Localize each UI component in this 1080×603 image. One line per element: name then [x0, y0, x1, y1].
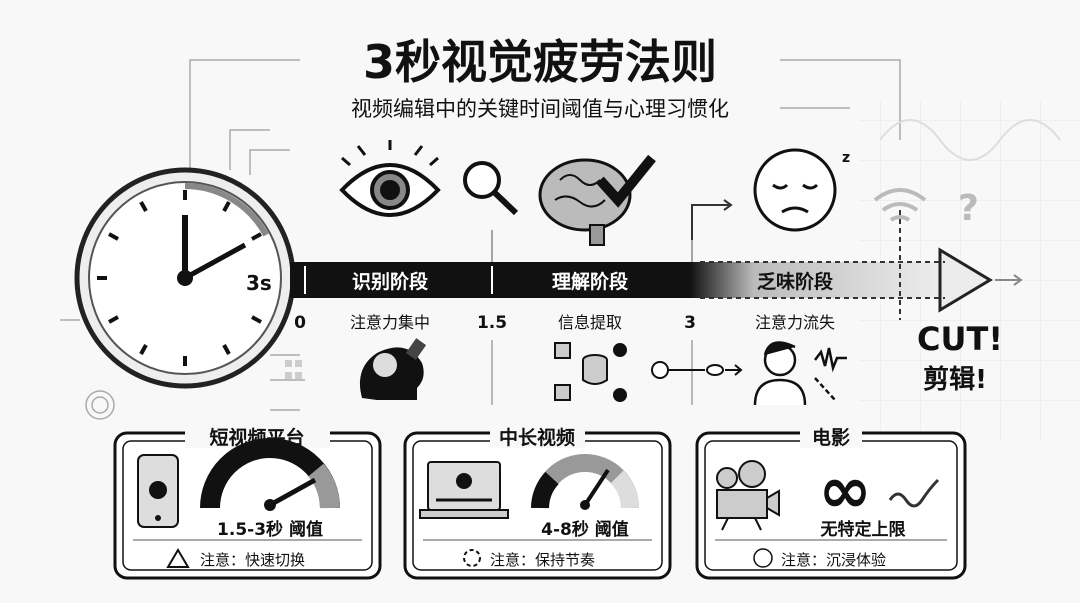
warning-icon — [166, 548, 190, 568]
phone-icon — [137, 454, 179, 528]
sleepy-face-icon — [753, 148, 837, 232]
eye-icon — [339, 140, 441, 217]
card-title: 中长视频 — [499, 426, 575, 449]
weak-signal-icon — [873, 188, 927, 222]
cut-label: CUT! — [917, 320, 1003, 358]
card-title: 电影 — [812, 426, 850, 449]
film-camera-icon — [716, 460, 780, 531]
tick-1-5: 1.5 — [477, 313, 507, 333]
gauge-medium-icon — [531, 454, 639, 510]
question-mark: ? — [958, 188, 979, 229]
page-title: 3秒视觉疲劳法则 — [363, 35, 717, 89]
wave-decoration — [879, 119, 1061, 161]
pixel-squares — [285, 360, 302, 379]
stage-comprehension: 理解阶段 — [552, 270, 629, 293]
desc-loss: 注意力流失 — [755, 313, 835, 332]
timeline-bar — [290, 210, 1023, 405]
clock-icon — [74, 167, 296, 389]
data-flow-icon — [554, 342, 743, 402]
card-note: 注意：快速切换 — [200, 551, 305, 569]
desc-focus: 注意力集中 — [350, 313, 430, 332]
head-spotlight-icon — [359, 338, 427, 400]
card-short-video: 短视频平台 1.5-3秒 阈值 注意：快速切换 — [113, 424, 382, 580]
circuit-decoration — [60, 59, 901, 420]
gauge-fast-icon — [200, 438, 340, 511]
clock-label: 3s — [246, 271, 272, 295]
desc-extraction: 信息提取 — [558, 313, 622, 332]
distracted-person-icon — [753, 341, 847, 406]
compass-icon — [463, 549, 481, 567]
stage-boredom: 乏味阶段 — [757, 270, 834, 293]
card-note: 注意：沉浸体验 — [781, 551, 886, 569]
stage-recognition: 识别阶段 — [352, 270, 429, 293]
card-mid-video: 中长视频 4-8秒 阈值 注意：保持节奏 — [403, 424, 672, 580]
arrow-to-boredom — [691, 199, 733, 240]
brain-check-icon — [538, 154, 656, 246]
page-subtitle: 视频编辑中的关键时间阈值与心理习惯化 — [351, 97, 729, 121]
wave-arrow-icon — [888, 478, 940, 508]
card-threshold: 4-8秒 阈值 — [541, 519, 629, 540]
infinity-icon: ∞ — [818, 454, 871, 528]
tick-0: 0 — [294, 313, 306, 333]
tick-3: 3 — [684, 313, 696, 333]
card-threshold: 1.5-3秒 阈值 — [217, 519, 323, 540]
magnifier-icon — [463, 161, 519, 216]
sleep-z: z — [842, 150, 850, 166]
laptop-icon — [419, 461, 509, 519]
card-threshold: 无特定上限 — [820, 519, 906, 540]
card-film: 电影 ∞ 无特定上限 注意：沉浸体验 — [695, 424, 967, 580]
card-note: 注意：保持节奏 — [490, 551, 595, 569]
calm-face-icon — [753, 548, 773, 568]
cut-label-cn: 剪辑! — [923, 364, 987, 395]
